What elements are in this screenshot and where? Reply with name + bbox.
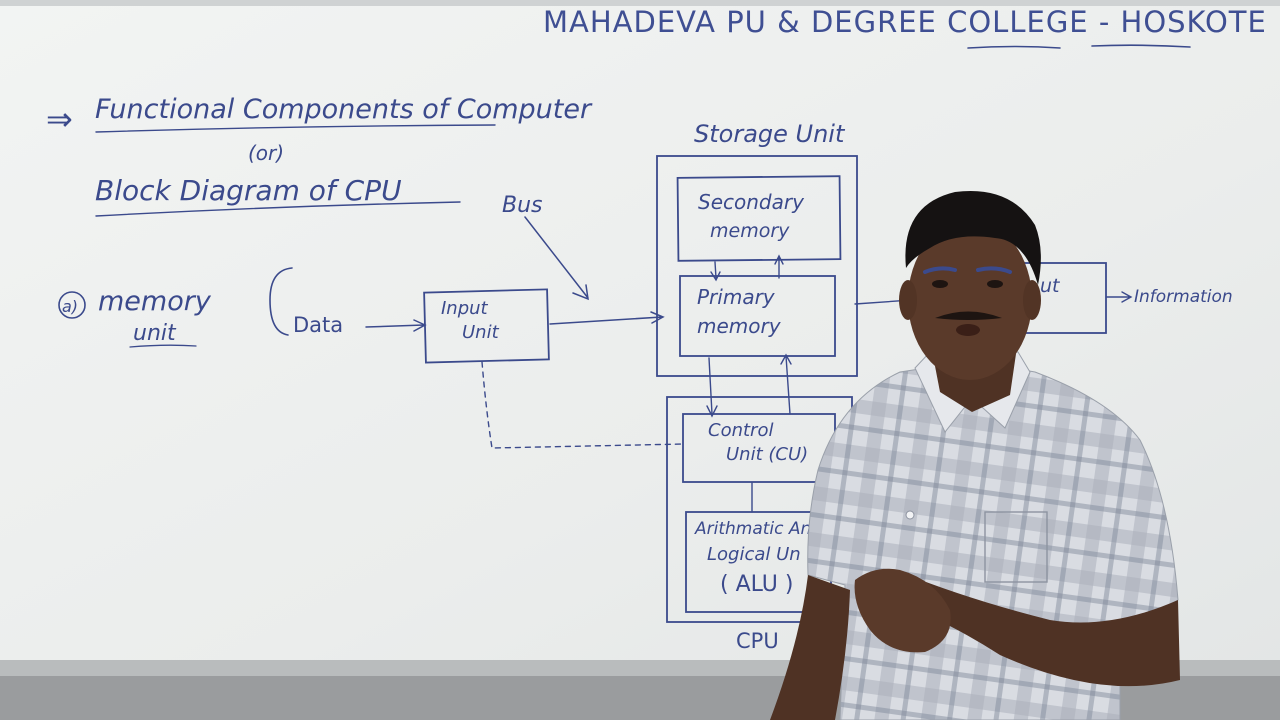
bus-arrow bbox=[524, 216, 589, 301]
heading-or: (or) bbox=[248, 141, 284, 165]
storage-unit-label: Storage Unit bbox=[694, 120, 846, 148]
lecturer-shirt-button bbox=[905, 510, 915, 520]
lecturer-mouth bbox=[956, 324, 980, 336]
title-underline bbox=[967, 44, 1191, 49]
bus-label: Bus bbox=[502, 193, 543, 218]
input-unit-box bbox=[423, 288, 550, 364]
lecturer-face bbox=[908, 220, 1032, 380]
lecturer-ear-right bbox=[1023, 280, 1041, 320]
input-unit-line-1: Input bbox=[441, 298, 489, 319]
point-marker-circle bbox=[58, 291, 86, 319]
arrow-control-to-primary bbox=[780, 353, 792, 415]
point-label-underline bbox=[129, 344, 197, 348]
arrow-primary-to-control bbox=[706, 357, 718, 418]
lecturer-eye-left bbox=[932, 280, 948, 288]
secondary-memory-line-1: Secondary bbox=[698, 190, 805, 214]
lecturer-mustache bbox=[935, 311, 1002, 320]
lecturer-hair bbox=[905, 190, 1041, 285]
input-unit-line-2: Unit bbox=[462, 322, 500, 343]
dashed-control-line bbox=[481, 361, 685, 449]
lecturer-ear-left bbox=[899, 280, 917, 320]
heading-arrow: ⇒ bbox=[46, 100, 73, 138]
lecturer bbox=[770, 190, 1180, 720]
secondary-memory-box bbox=[676, 175, 842, 262]
lecturer-pocket bbox=[984, 511, 1048, 583]
data-label: Data bbox=[293, 313, 343, 337]
point-marker: a) bbox=[62, 297, 78, 316]
control-unit-line-2: Unit (CU) bbox=[726, 444, 808, 465]
primary-memory-line-1: Primary bbox=[697, 285, 776, 309]
information-label: Information bbox=[1134, 287, 1233, 307]
primary-memory-line-2: memory bbox=[697, 314, 782, 338]
bracket bbox=[269, 267, 293, 336]
secondary-memory-line-2: memory bbox=[710, 220, 790, 242]
heading-underline-1 bbox=[95, 124, 496, 133]
heading-line-1: Functional Components of Computer bbox=[95, 94, 593, 125]
arrow-primary-to-secondary bbox=[774, 254, 784, 279]
alu-line-1: Arithmatic An bbox=[694, 519, 811, 539]
arrow-output-to-information bbox=[1105, 291, 1133, 303]
board-top-frame bbox=[0, 0, 1280, 6]
alu-line-3: ( ALU ) bbox=[720, 572, 793, 597]
arrow-input-to-storage bbox=[549, 311, 665, 325]
lecturer-eye-right bbox=[987, 280, 1003, 288]
college-title: MAHADEVA PU & DEGREE COLLEGE - HOSKOTE bbox=[543, 5, 1267, 39]
lecturer-arm-left bbox=[770, 575, 850, 720]
output-unit-partial: ut bbox=[1040, 275, 1061, 297]
cpu-label: CPU bbox=[736, 629, 779, 653]
point-label-line-1: memory bbox=[98, 286, 212, 317]
storage-unit-outer-box bbox=[656, 155, 858, 377]
primary-memory-box bbox=[679, 275, 836, 357]
lecturer-hand bbox=[854, 568, 951, 653]
heading-underline-2 bbox=[95, 201, 461, 217]
point-label-line-2: unit bbox=[133, 321, 177, 346]
control-unit-line-1: Control bbox=[708, 420, 773, 441]
lecturer-eyebrows bbox=[923, 266, 1012, 274]
heading-line-2: Block Diagram of CPU bbox=[95, 174, 402, 207]
alu-line-2: Logical Un bbox=[707, 544, 801, 565]
